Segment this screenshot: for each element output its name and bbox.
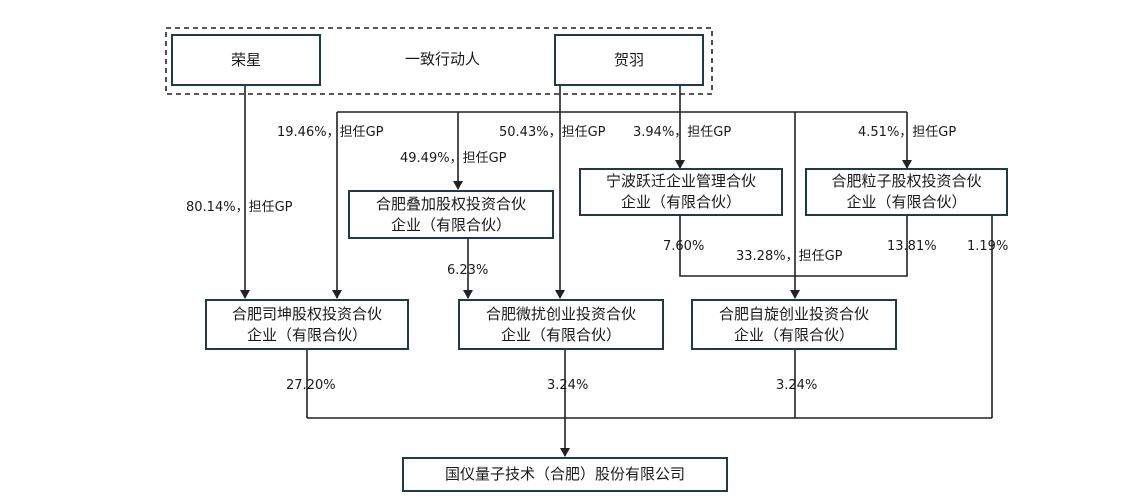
- entity-ningbo-line2: 企业（有限合伙）: [620, 193, 741, 211]
- entity-heyu: 贺羽: [554, 34, 704, 86]
- label-lizi-zixuan: 13.81%: [887, 239, 937, 254]
- entity-diejia-line1: 合肥叠加股权投资合伙: [375, 194, 526, 213]
- entity-zixuan: 合肥自旋创业投资合伙 企业（有限合伙）: [691, 299, 897, 350]
- label-zixuan-company: 3.24%: [776, 378, 818, 393]
- entity-ningbo-line1: 宁波跃迁企业管理合伙: [605, 172, 756, 190]
- entity-lizi-line2: 企业（有限合伙）: [846, 193, 967, 211]
- entity-rongxing-name: 荣星: [230, 50, 261, 69]
- label-heyu-zixuan: 33.28%，担任GP: [736, 249, 843, 264]
- entity-diejia-line2: 企业（有限合伙）: [390, 215, 511, 234]
- entity-rongxing: 荣星: [171, 34, 321, 86]
- label-weirao-company: 3.24%: [547, 378, 589, 393]
- label-heyu-weirao: 50.43%，担任GP: [499, 125, 606, 140]
- entity-weirao-line2: 企业（有限合伙）: [500, 325, 621, 344]
- edge-ningbo-lizi-join: [679, 216, 908, 277]
- entity-sikun-line2: 企业（有限合伙）: [246, 325, 367, 344]
- concerted-action-group-border: [165, 27, 713, 95]
- entity-company: 国仪量子技术（合肥）股份有限公司: [402, 457, 728, 492]
- entity-lizi-line1: 合肥粒子股权投资合伙: [831, 172, 982, 190]
- label-heyu-diejia: 49.49%，担任GP: [400, 151, 507, 166]
- entity-company-name: 国仪量子技术（合肥）股份有限公司: [444, 465, 685, 483]
- concerted-action-label: 一致行动人: [405, 50, 481, 68]
- entity-zixuan-line1: 合肥自旋创业投资合伙: [718, 304, 869, 323]
- label-lizi-company: 1.19%: [967, 239, 1009, 254]
- entity-sikun-line1: 合肥司坤股权投资合伙: [231, 304, 382, 323]
- label-heyu-lizi: 4.51%，担任GP: [858, 125, 957, 140]
- entity-lizi: 合肥粒子股权投资合伙 企业（有限合伙）: [805, 168, 1008, 216]
- entity-ningbo: 宁波跃迁企业管理合伙 企业（有限合伙）: [579, 168, 783, 216]
- entity-weirao: 合肥微扰创业投资合伙 企业（有限合伙）: [458, 299, 664, 350]
- label-rongxing-sikun: 80.14%，担任GP: [186, 200, 293, 215]
- entity-zixuan-line2: 企业（有限合伙）: [733, 325, 854, 344]
- label-diejia-weirao: 6.23%: [447, 263, 489, 278]
- entity-sikun: 合肥司坤股权投资合伙 企业（有限合伙）: [205, 299, 409, 350]
- label-heyu-sikun: 19.46%，担任GP: [277, 125, 384, 140]
- entity-heyu-name: 贺羽: [613, 50, 644, 69]
- label-ningbo-zixuan: 7.60%: [663, 239, 705, 254]
- label-sikun-company: 27.20%: [286, 378, 336, 393]
- label-heyu-ningbo: 3.94%，担任GP: [633, 125, 732, 140]
- entity-weirao-line1: 合肥微扰创业投资合伙: [485, 304, 636, 323]
- entity-diejia: 合肥叠加股权投资合伙 企业（有限合伙）: [348, 190, 554, 239]
